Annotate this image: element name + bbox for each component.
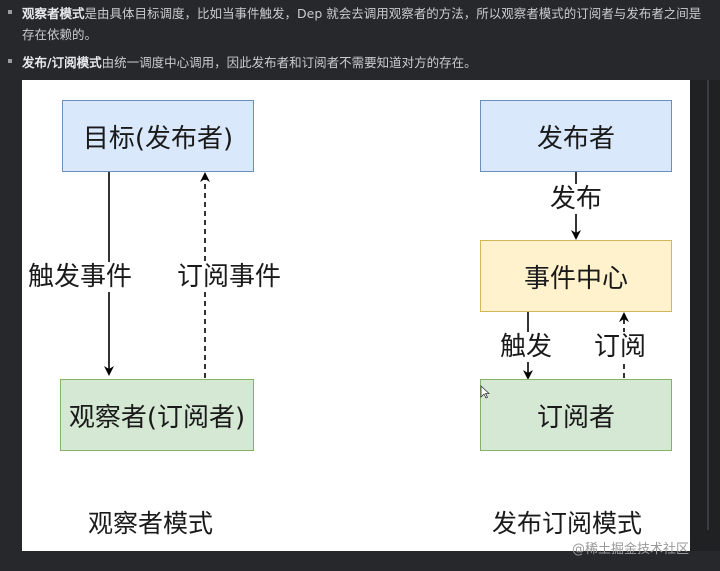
note-pubsub-bold: 发布/订阅模式 xyxy=(22,55,102,70)
observer-box: 观察者(订阅者) xyxy=(60,379,254,451)
subscriber-box: 订阅者 xyxy=(480,379,672,451)
diagram-panel: 目标(发布者) 触发事件 订阅事件 观察者(订阅者) 观察者模式 发布者 发布 … xyxy=(22,80,690,551)
bullet-marker xyxy=(8,59,12,63)
trigger-event-label: 触发事件 xyxy=(28,262,133,292)
subscribe-event-label: 订阅事件 xyxy=(177,262,282,292)
bullet-marker xyxy=(8,10,12,14)
publish-label: 发布 xyxy=(550,184,603,214)
scrollbar-track[interactable] xyxy=(707,80,709,530)
mouse-cursor-icon xyxy=(480,385,490,399)
observer-caption: 观察者模式 xyxy=(88,509,214,538)
publisher-box: 发布者 xyxy=(480,100,672,172)
subscribe-label: 订阅 xyxy=(594,332,647,362)
trigger-label: 触发 xyxy=(500,332,553,362)
target-box: 目标(发布者) xyxy=(62,100,254,172)
pubsub-caption: 发布订阅模式 xyxy=(492,509,643,538)
note-pubsub-text: 由统一调度中心调用，因此发布者和订阅者不需要知道对方的存在。 xyxy=(101,55,477,70)
right-gutter xyxy=(690,80,720,551)
note-observer-bold: 观察者模式 xyxy=(22,6,85,21)
note-observer-text: 是由具体目标调度，比如当事件触发，Dep 就会去调用观察者的方法，所以观察者模式… xyxy=(22,6,702,42)
event-center-box: 事件中心 xyxy=(480,240,672,312)
watermark: @稀土掘金技术社区 xyxy=(572,542,690,557)
